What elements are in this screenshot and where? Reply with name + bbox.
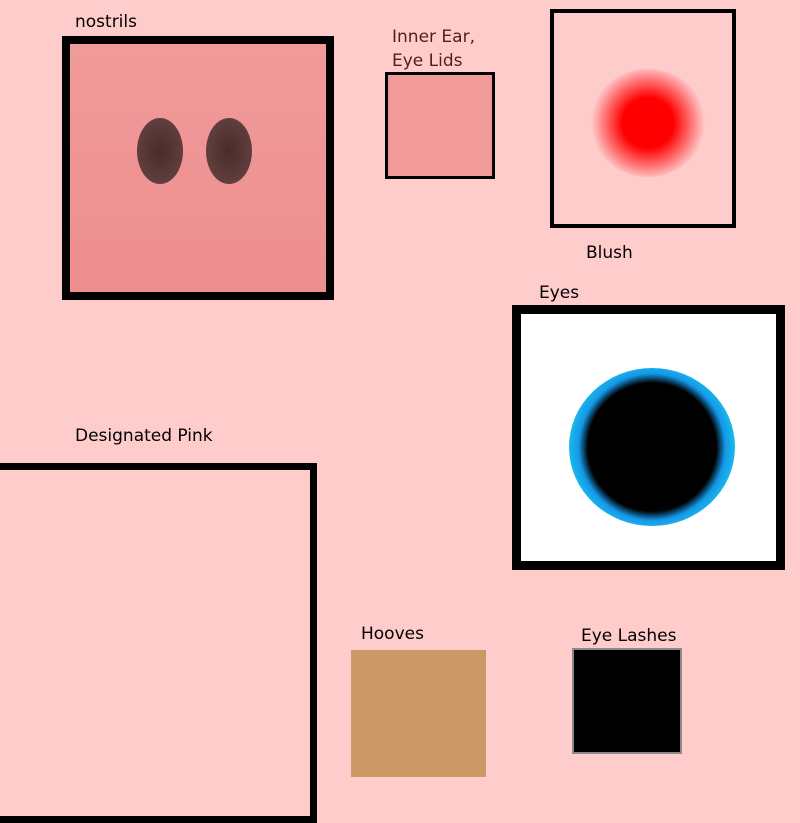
color-swatch-sheet: nostrils Inner Ear, Eye Lids Blush Eyes …: [0, 9, 785, 823]
inner-ear-label: Inner Ear, Eye Lids: [392, 25, 475, 73]
designated-pink-label: Designated Pink: [75, 426, 213, 446]
hooves-swatch: [351, 650, 486, 777]
blush-swatch: [550, 9, 736, 228]
left-nostril: [137, 118, 183, 184]
eyes-label: Eyes: [539, 283, 580, 303]
right-nostril: [206, 118, 252, 184]
inner-ear-swatch: [385, 72, 495, 179]
eye-lashes-swatch: [572, 648, 682, 754]
designated-pink-swatch: [0, 463, 317, 823]
blush-gradient: [590, 69, 706, 177]
inner-ear-label-line1: Inner Ear,: [392, 27, 475, 47]
eyes-swatch: [512, 305, 785, 570]
nostrils-label: nostrils: [75, 12, 137, 32]
eye-lashes-label: Eye Lashes: [581, 626, 677, 646]
blush-label: Blush: [586, 243, 633, 263]
hooves-label: Hooves: [361, 624, 424, 644]
nostrils-swatch: [62, 36, 334, 300]
inner-ear-label-line2: Eye Lids: [392, 51, 463, 71]
iris-pupil: [569, 368, 735, 526]
